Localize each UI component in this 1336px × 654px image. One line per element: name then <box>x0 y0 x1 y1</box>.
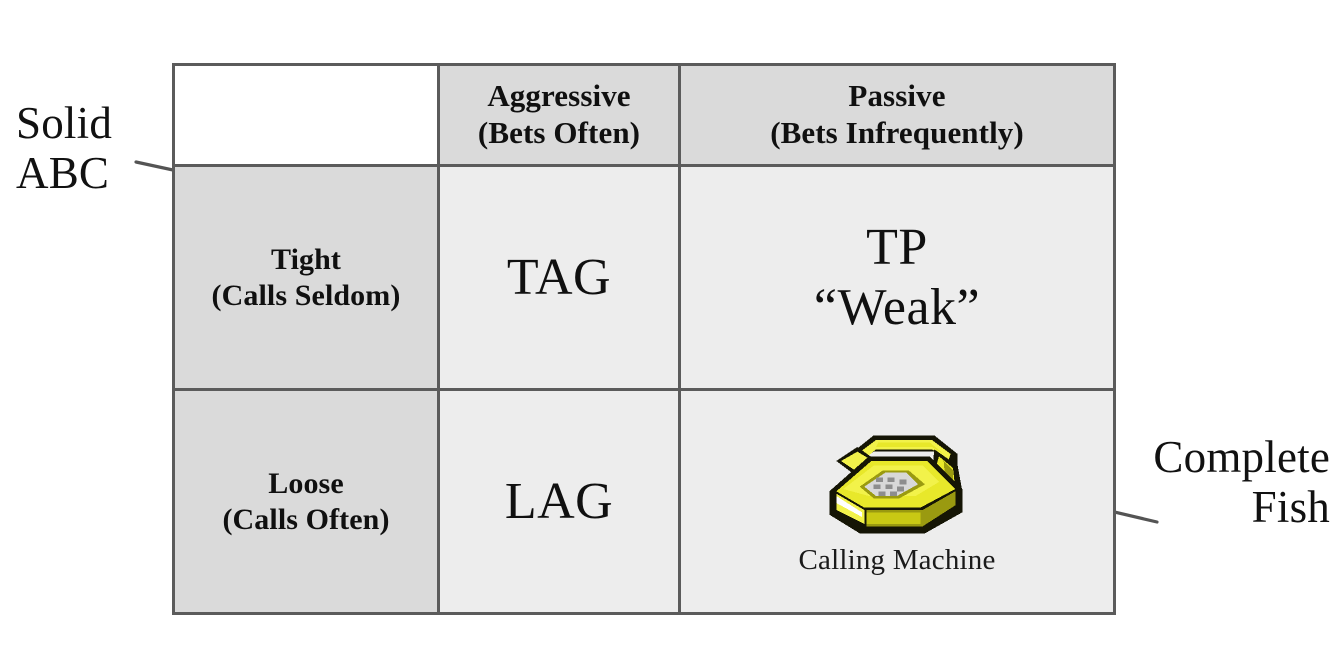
player-type-matrix: Aggressive (Bets Often) Passive (Bets In… <box>172 63 1116 615</box>
calling-machine-caption: Calling Machine <box>798 544 996 576</box>
telephone-icon <box>829 435 963 534</box>
cell-tp-weak: TP “Weak” <box>678 164 1116 391</box>
matrix-row-loose: Loose (Calls Often) LAG <box>172 388 1116 615</box>
column-header-passive: Passive (Bets Infrequently) <box>678 63 1116 167</box>
cell-lag-label: LAG <box>504 472 614 530</box>
cell-tag: TAG <box>437 164 681 391</box>
cell-tp-weak-label: TP “Weak” <box>813 219 981 336</box>
cell-tag-label: TAG <box>506 248 612 306</box>
calling-machine-group: Calling Machine <box>681 426 1113 577</box>
annotation-solid-abc: Solid ABC <box>16 98 113 199</box>
matrix-header-row: Aggressive (Bets Often) Passive (Bets In… <box>172 63 1116 167</box>
cell-calling-machine: Calling Machine <box>678 388 1116 615</box>
row-header-tight-label: Tight (Calls Seldom) <box>211 242 401 312</box>
row-header-tight: Tight (Calls Seldom) <box>172 164 440 391</box>
cell-lag: LAG <box>437 388 681 615</box>
annotation-complete-fish: Complete Fish <box>1153 432 1330 533</box>
matrix-corner-cell <box>172 63 440 167</box>
column-header-passive-label: Passive (Bets Infrequently) <box>770 78 1024 150</box>
column-header-aggressive: Aggressive (Bets Often) <box>437 63 681 167</box>
row-header-loose: Loose (Calls Often) <box>172 388 440 615</box>
matrix-row-tight: Tight (Calls Seldom) TAG TP “Weak” <box>172 164 1116 391</box>
row-header-loose-label: Loose (Calls Often) <box>222 466 390 536</box>
column-header-aggressive-label: Aggressive (Bets Often) <box>477 78 641 150</box>
